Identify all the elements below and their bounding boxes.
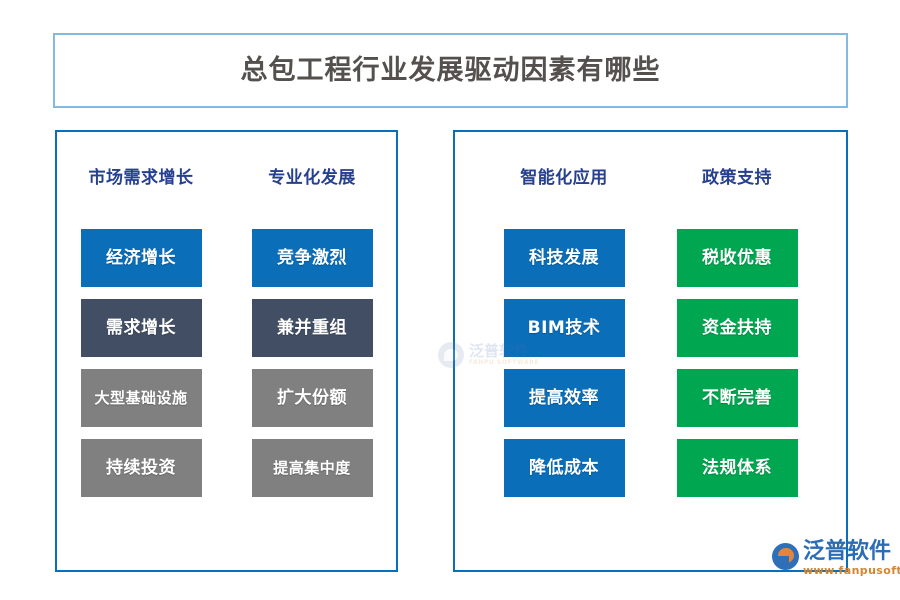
chip-increase-concentration[interactable]: 提高集中度 [251, 439, 373, 497]
column-header: 专业化发展 [268, 168, 356, 188]
column-intelligent-application: 智能化应用 科技发展 BIM技术 提高效率 降低成本 [503, 168, 625, 570]
panel-right-columns: 智能化应用 科技发展 BIM技术 提高效率 降低成本 政策支持 税收优惠 资金扶… [455, 132, 846, 570]
chip-funding-support[interactable]: 资金扶持 [676, 299, 798, 357]
column-policy-support: 政策支持 税收优惠 资金扶持 不断完善 法规体系 [676, 168, 798, 570]
chip-tax-incentive[interactable]: 税收优惠 [676, 229, 798, 287]
chip-fierce-competition[interactable]: 竞争激烈 [251, 229, 373, 287]
chip-expand-share[interactable]: 扩大份额 [251, 369, 373, 427]
chip-technology-development[interactable]: 科技发展 [503, 229, 625, 287]
chip-reduce-cost[interactable]: 降低成本 [503, 439, 625, 497]
column-specialized-development: 专业化发展 竞争激烈 兼并重组 扩大份额 提高集中度 [251, 168, 373, 570]
chip-economic-growth[interactable]: 经济增长 [80, 229, 202, 287]
column-market-demand-growth: 市场需求增长 经济增长 需求增长 大型基础设施 持续投资 [80, 168, 202, 570]
column-header: 市场需求增长 [88, 168, 194, 188]
chip-improve-efficiency[interactable]: 提高效率 [503, 369, 625, 427]
chip-continuous-improve[interactable]: 不断完善 [676, 369, 798, 427]
chip-continuous-investment[interactable]: 持续投资 [80, 439, 202, 497]
column-header: 智能化应用 [520, 168, 608, 188]
panel-right: 智能化应用 科技发展 BIM技术 提高效率 降低成本 政策支持 税收优惠 资金扶… [453, 130, 848, 572]
page-title: 总包工程行业发展驱动因素有哪些 [240, 55, 661, 86]
column-header: 政策支持 [702, 168, 772, 188]
chip-demand-growth[interactable]: 需求增长 [80, 299, 202, 357]
title-banner: 总包工程行业发展驱动因素有哪些 [53, 33, 848, 108]
chip-large-infrastructure[interactable]: 大型基础设施 [80, 369, 202, 427]
chip-regulatory-system[interactable]: 法规体系 [676, 439, 798, 497]
chip-merger-restructure[interactable]: 兼并重组 [251, 299, 373, 357]
panel-left: 市场需求增长 经济增长 需求增长 大型基础设施 持续投资 专业化发展 竞争激烈 … [55, 130, 398, 572]
chip-bim-technology[interactable]: BIM技术 [503, 299, 625, 357]
panel-left-columns: 市场需求增长 经济增长 需求增长 大型基础设施 持续投资 专业化发展 竞争激烈 … [57, 132, 396, 570]
